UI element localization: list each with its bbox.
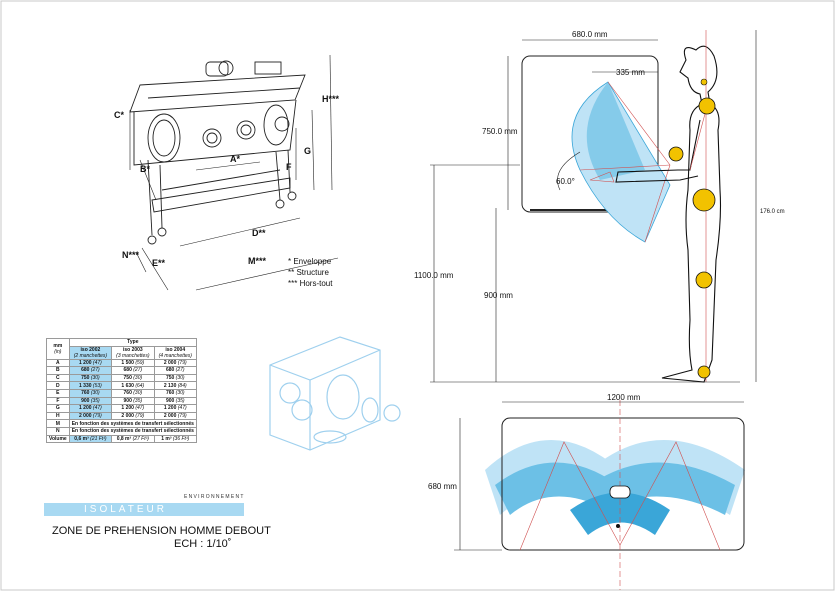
table-cell: 760 (30) — [68, 388, 113, 398]
table-cell: 1 200 (47) — [68, 358, 113, 368]
side-dim-port-height: 900 mm — [484, 291, 513, 300]
table-span-cell: En fonction des systèmes de transfert sé… — [68, 426, 197, 436]
table-type-header: Type — [68, 338, 197, 347]
isolator-blue-sketch — [269, 336, 401, 451]
table-row-key: H — [46, 411, 70, 421]
table-cell: 760 (30) — [153, 388, 197, 398]
joint-markers — [668, 78, 716, 379]
table-cell: 1 m³ (36 Ft³) — [153, 434, 197, 444]
dim-label-e: E** — [152, 258, 166, 268]
table-row-key: M — [46, 419, 70, 428]
title-block-scale: ECH : 1/10˚ — [174, 538, 232, 550]
dimensions-table: mm(in) Type iso 2002(2 manchettes) iso 2… — [46, 338, 197, 444]
legend-overall: *** Hors-tout — [288, 279, 333, 288]
table-cell: 760 (30) — [111, 388, 155, 398]
table-cell: 2 130 (84) — [153, 381, 197, 390]
side-view-reach-drawing: 680.0 mm 335 mm 750.0 mm 60.0° 1100.0 mm… — [414, 30, 785, 383]
table-cell: 680 (27) — [68, 366, 113, 375]
table-row-key: Volume — [46, 434, 70, 444]
legend-structure: ** Structure — [288, 268, 329, 277]
table-cell: 2 000 (79) — [153, 411, 197, 421]
table-unit-header: mm(in) — [46, 338, 70, 360]
table-col-iso2004: iso 2004(4 manchettes) — [153, 345, 197, 360]
table-cell: 1 200 (47) — [153, 404, 197, 413]
top-dim-width: 1200 mm — [607, 393, 641, 402]
table-row-key: E — [46, 388, 70, 398]
dim-label-n: N*** — [122, 250, 140, 260]
side-dim-top-width: 680.0 mm — [572, 30, 608, 39]
dim-label-a: A* — [230, 154, 240, 164]
table-cell: 750 (30) — [111, 373, 155, 383]
table-cell: 680 (27) — [153, 366, 197, 375]
legend-envelope: * Enveloppe — [288, 257, 332, 266]
table-row-key: G — [46, 404, 70, 413]
title-block-subtitle: ZONE DE PREHENSION HOMME DEBOUT — [52, 525, 271, 537]
title-block-title: ISOLATEUR — [84, 504, 167, 515]
table-row-key: C — [46, 373, 70, 383]
side-dim-human-height: 176.0 cm — [760, 209, 785, 215]
table-cell: 2 000 (79) — [68, 411, 113, 421]
table-row-key: B — [46, 366, 70, 375]
table-cell: 680 (27) — [111, 366, 155, 375]
side-dim-window-height: 750.0 mm — [482, 127, 518, 136]
dim-label-d: D** — [252, 228, 266, 238]
title-block-category: ENVIRONNEMENT — [184, 494, 245, 500]
table-row-key: D — [46, 381, 70, 390]
table-cell: 1 200 (47) — [111, 404, 155, 413]
table-cell: 750 (30) — [153, 373, 197, 383]
side-dim-total-height: 1100.0 mm — [414, 271, 454, 280]
top-view-reach-drawing: 1200 mm 680 mm — [428, 393, 745, 590]
table-col-iso2003: iso 2003(3 manchettes) — [111, 345, 155, 360]
dim-label-m: M*** — [248, 256, 267, 266]
table-cell: 1 630 (64) — [111, 381, 155, 390]
table-cell: 900 (35) — [153, 396, 197, 406]
dim-label-f: F — [286, 162, 292, 172]
table-cell: 0,6 m³ (21 Ft³) — [68, 434, 113, 444]
side-dim-angle: 60.0° — [556, 177, 575, 186]
table-span-cell: En fonction des systèmes de transfert sé… — [68, 419, 197, 428]
table-cell: 900 (35) — [111, 396, 155, 406]
dim-label-c: C* — [114, 110, 124, 120]
table-cell: 0,8 m³ (27 Ft³) — [111, 434, 155, 444]
dim-label-g: G — [304, 146, 311, 156]
table-cell: 2 000 (79) — [153, 358, 197, 368]
table-cell: 1 200 (47) — [68, 404, 113, 413]
table-row-key: A — [46, 358, 70, 368]
side-dim-port-offset: 335 mm — [616, 68, 645, 77]
table-row-key: F — [46, 396, 70, 406]
table-cell: 1 500 (59) — [111, 358, 155, 368]
table-cell: 750 (30) — [68, 373, 113, 383]
table-cell: 2 000 (79) — [111, 411, 155, 421]
table-cell: 900 (35) — [68, 396, 113, 406]
dim-label-b: B* — [140, 164, 150, 174]
top-dim-depth: 680 mm — [428, 482, 457, 491]
table-cell: 1 330 (53) — [68, 381, 113, 390]
dim-label-h: H*** — [322, 94, 340, 104]
isolator-isometric-drawing: C* B* A* H*** G F D** M*** N*** E** — [114, 54, 340, 291]
title-block-band — [44, 503, 244, 516]
table-col-iso2002: iso 2002(2 manchettes) — [68, 345, 113, 360]
table-row-key: N — [46, 426, 70, 436]
